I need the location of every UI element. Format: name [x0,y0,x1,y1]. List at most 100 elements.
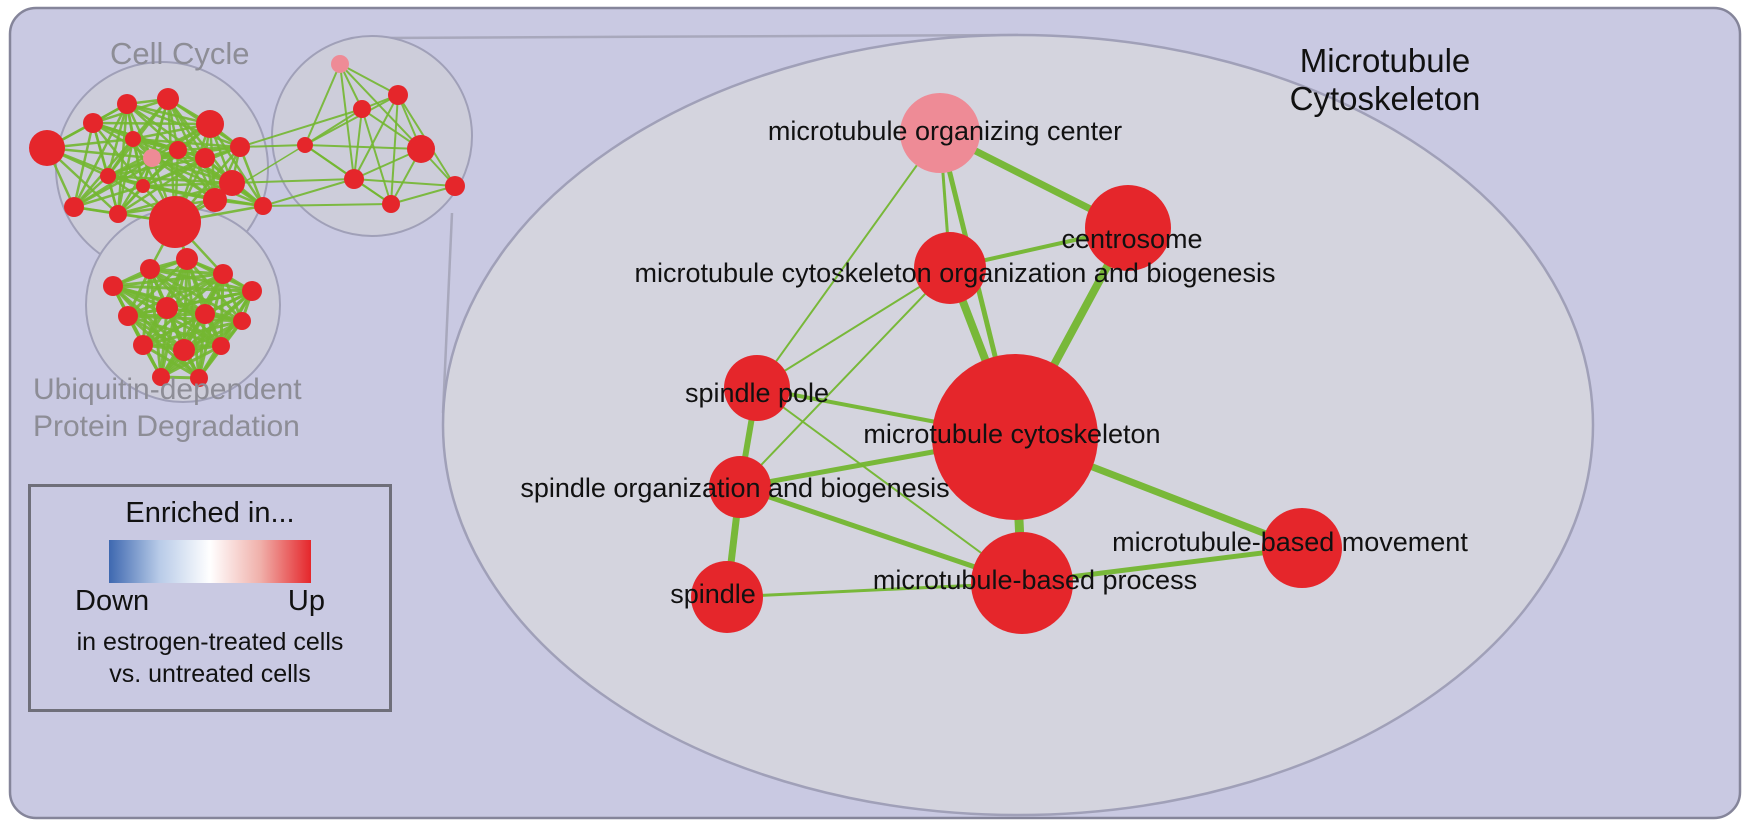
network-node [100,168,116,184]
network-edge [92,121,153,160]
network-edge [304,63,341,146]
legend-box: Enriched in... Down Up in estrogen-treat… [28,484,392,712]
detail-node-microtubule-organizing-center [900,93,980,173]
node-label-microtubule-cytoskeleton: microtubule cytoskeleton [863,419,1160,449]
network-node [149,196,201,248]
network-node [83,113,103,133]
detail-title-line1: Microtubule [1299,42,1471,79]
network-node [176,248,198,270]
network-edge [142,156,206,188]
legend-caption-line2: vs. untreated cells [109,660,311,688]
detail-node-microtubule-cytoskeleton [932,354,1098,520]
cluster-label-cell-cycle: Cell Cycle [110,36,250,71]
network-edge [390,94,399,205]
network-edge [72,122,95,208]
detail-node-microtubule-based-process [971,532,1073,634]
node-label-centrosome: centrosome [1061,224,1202,254]
network-edge [304,144,422,150]
zoom-connector-line [441,212,454,414]
network-edge [166,306,222,348]
network-node [133,335,153,355]
network-node [195,304,215,324]
node-label-microtubule-based-process: microtubule-based process [873,565,1197,595]
network-edge [72,103,129,208]
network-edge [107,148,179,178]
network-node [117,94,137,114]
legend-down-label: Down [75,585,150,617]
network-node [125,131,141,147]
network-node [331,55,349,73]
node-label-microtubule-cytoskeleton-organization-and-biogenesis: microtubule cytoskeleton organization an… [635,258,1276,288]
network-edge [142,319,243,347]
detail-edge [756,132,941,389]
detail-edge [756,267,951,389]
network-node [388,85,408,105]
detail-edge [756,387,1023,584]
network-edge [142,181,233,188]
network-node [173,339,195,361]
legend-gradient-bar [109,540,311,583]
network-node [169,141,187,159]
network-node [152,368,170,386]
network-node [140,259,160,279]
network-edge [177,145,241,152]
network-edge [73,184,144,209]
node-label-spindle-organization-and-biogenesis: spindle organization and biogenesis [520,473,949,503]
network-node [118,306,138,326]
network-edge [127,314,243,323]
network-node [64,197,84,217]
detail-node-microtubule-based-movement [1262,508,1342,588]
network-node [219,170,245,196]
detail-node-spindle [691,561,763,633]
detail-node-microtubule-cytoskeleton-organization-and-biogenesis [914,232,986,304]
network-edge [142,343,200,380]
network-node [344,169,364,189]
network-edge [339,63,399,96]
network-node [242,281,262,301]
network-node [382,195,400,213]
network-edge [353,178,456,187]
network-edge [142,184,264,208]
network-edge [339,63,422,150]
detail-title-line2: Cytoskeleton [1289,79,1481,117]
cluster-label-ubiquitin-line1: Ubiquitin-dependent [33,373,302,406]
network-edge [127,272,224,318]
detail-node-spindle-pole [724,355,790,421]
detail-node-spindle-organization-and-biogenesis [709,456,771,518]
network-edge [239,144,306,148]
network-node [445,176,465,196]
network-node [213,264,233,284]
network-edge [127,314,222,348]
network-edge [132,137,241,149]
network-node [407,135,435,163]
detail-node-centrosome [1085,185,1171,271]
network-edge [353,94,399,180]
network-node [203,188,227,212]
network-edge [262,178,355,207]
node-label-microtubule-based-movement: microtubule-based movement [1112,527,1468,557]
network-node [233,312,251,330]
network-edge [92,121,211,126]
network-node [212,337,230,355]
network-edge [390,185,456,205]
network-edge [166,289,253,310]
network-node [103,276,123,296]
network-edge [142,312,206,347]
detail-edge [739,267,951,488]
network-node [156,297,178,319]
network-node [143,149,161,167]
network-edge [239,108,363,148]
network-edge [361,108,392,205]
network-edge [231,178,355,184]
detail-cluster-title: Microtubule Cytoskeleton [1230,42,1540,118]
node-label-spindle-pole: spindle pole [685,378,829,408]
network-edge [126,257,189,318]
network-edge [107,156,206,178]
legend-caption-line1: in estrogen-treated cells [76,628,344,656]
legend-up-label: Up [287,585,325,617]
network-node [109,205,127,223]
cluster-label-ubiquitin-line2: Protein Degradation [33,409,300,443]
cluster-label-ubiquitin: Ubiquitin-dependent Protein Degradation [33,372,302,445]
network-edge [353,108,363,180]
zoom-connector-line [374,33,1019,40]
